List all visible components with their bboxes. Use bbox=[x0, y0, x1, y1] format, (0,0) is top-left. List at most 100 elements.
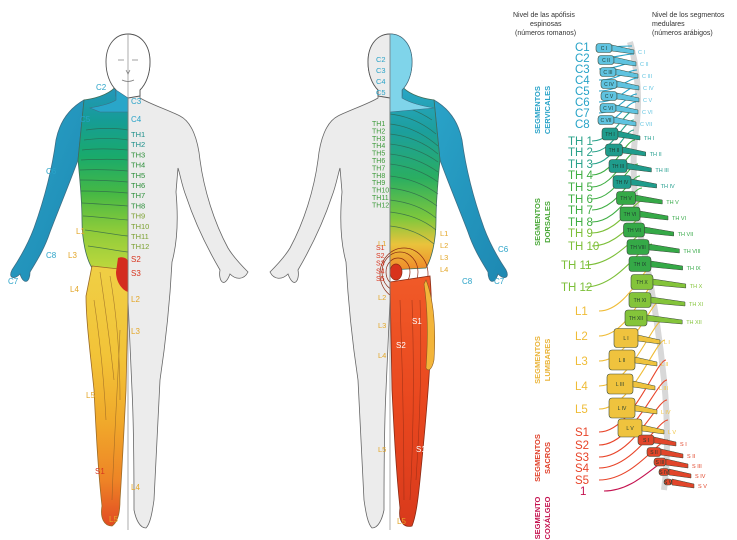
spinous-process bbox=[636, 195, 663, 204]
group-dorsal-1: SEGMENTOS bbox=[533, 198, 542, 246]
spinous-label-siv: S IV bbox=[695, 474, 706, 480]
spinous-label-civ: C IV bbox=[643, 86, 654, 92]
spinous-label-thiv: TH IV bbox=[661, 184, 675, 190]
spinous-label-thxii: TH XII bbox=[686, 320, 702, 326]
back-label-c4: C4 bbox=[376, 77, 386, 86]
vertebra-label-thix: TH IX bbox=[634, 262, 647, 268]
front-label-th11: TH11 bbox=[131, 232, 149, 241]
front-label-s2: S2 bbox=[131, 255, 141, 264]
back-label-l-right-4: L4 bbox=[440, 265, 448, 274]
front-label-l4b: L4 bbox=[131, 483, 140, 492]
vertebra-label-sv: S V bbox=[664, 480, 673, 486]
spinous-label-si: S I bbox=[680, 442, 687, 448]
back-label-l-left-2: L2 bbox=[378, 293, 386, 302]
front-label-th10: TH10 bbox=[131, 222, 149, 231]
front-label-th4: TH4 bbox=[131, 161, 145, 170]
back-label-c2: C2 bbox=[376, 55, 386, 64]
vertebra-label-thvi: TH VI bbox=[624, 212, 637, 218]
front-label-c6: C6 bbox=[46, 167, 57, 176]
front-label-l1: L1 bbox=[76, 227, 85, 236]
front-label-l5b: L5 bbox=[109, 515, 118, 524]
group-lumbar-1: SEGMENTOS bbox=[533, 336, 542, 384]
vertebra-label-cvi: C VI bbox=[603, 106, 613, 112]
segment-label-th7: TH 7 bbox=[568, 205, 593, 217]
back-label-l-left-1: L1 bbox=[378, 239, 386, 248]
front-figure bbox=[11, 34, 248, 530]
segment-label-l4: L4 bbox=[575, 381, 588, 393]
spinous-label-cv: C V bbox=[643, 98, 653, 104]
front-label-c2: C2 bbox=[96, 83, 107, 92]
spinous-label-sv: S V bbox=[698, 484, 707, 490]
back-label-th6: TH6 bbox=[372, 158, 385, 165]
segment-label-s2: S2 bbox=[575, 440, 589, 452]
spinous-label-cii: C II bbox=[640, 62, 649, 68]
header-apofisis-3: (números romanos) bbox=[515, 30, 576, 37]
spinous-process bbox=[635, 357, 657, 366]
front-label-th9: TH9 bbox=[131, 212, 145, 221]
vertebra-labels: C IC IC IIC IIC IIIC IIIC IVC IVC VC VC … bbox=[600, 46, 707, 490]
spinous-process bbox=[633, 381, 655, 390]
spinous-label-ci: C I bbox=[638, 50, 646, 56]
segment-label-th11: TH 11 bbox=[561, 260, 591, 272]
segment-label-th12: TH 12 bbox=[561, 282, 592, 294]
front-label-c3: C3 bbox=[131, 97, 142, 106]
group-cervical-2: CERVICALES bbox=[543, 86, 552, 134]
back-label-l-left-3: L3 bbox=[378, 321, 386, 330]
vertebra-label-sii: S II bbox=[650, 450, 658, 456]
front-label-th6: TH6 bbox=[131, 181, 145, 190]
vertebra-label-cv: C V bbox=[605, 94, 614, 100]
vertebra-label-civ: C IV bbox=[604, 82, 614, 88]
front-label-c7: C7 bbox=[8, 277, 19, 286]
vertebra-label-si: S I bbox=[643, 438, 649, 444]
vertebra-label-thii: TH II bbox=[609, 148, 620, 154]
spinous-label-thii: TH II bbox=[650, 152, 662, 158]
back-label-l-right-1: L1 bbox=[440, 229, 448, 238]
segment-label-th10: TH 10 bbox=[568, 241, 599, 253]
spinous-label-lii: L II bbox=[661, 362, 669, 368]
back-label-l-right-3: L3 bbox=[440, 253, 448, 262]
segment-label-th2: TH 2 bbox=[568, 147, 593, 159]
back-label-s2: S2 bbox=[376, 253, 385, 260]
back-label-c6: C6 bbox=[498, 245, 509, 254]
vertebra-label-thx: TH X bbox=[636, 280, 648, 286]
back-label-th2: TH2 bbox=[372, 128, 385, 135]
spinous-label-sii: S II bbox=[687, 454, 696, 460]
back-label-c7: C7 bbox=[494, 277, 505, 286]
segment-label-1: 1 bbox=[580, 486, 586, 498]
front-label-s3: S3 bbox=[131, 269, 141, 278]
spinous-label-thix: TH IX bbox=[687, 266, 701, 272]
back-label-th12: TH12 bbox=[372, 202, 389, 209]
group-coccyx-2: COXÁLGEO bbox=[543, 496, 552, 539]
spinous-process bbox=[649, 244, 679, 253]
back-label-s4: S4 bbox=[376, 268, 385, 275]
spinous-process bbox=[669, 469, 691, 478]
back-label-th1: TH1 bbox=[372, 121, 385, 128]
spinous-process bbox=[651, 261, 683, 270]
spinous-label-liv: L IV bbox=[661, 410, 671, 416]
vertebra-label-ciii: C III bbox=[603, 70, 612, 76]
header-medular-3: (números arábigos) bbox=[652, 30, 713, 37]
header-medular-2: medulares bbox=[652, 21, 685, 28]
spinous-process bbox=[672, 479, 694, 488]
spinous-label-thx: TH X bbox=[690, 284, 703, 290]
group-coccyx-1: SEGMENTO bbox=[533, 496, 542, 539]
segment-label-l1: L1 bbox=[575, 306, 588, 318]
back-label-th3: TH3 bbox=[372, 136, 385, 143]
group-sacral-2: SACROS bbox=[543, 442, 552, 474]
group-dorsal-2: DORSALES bbox=[543, 201, 552, 243]
front-label-c8: C8 bbox=[46, 251, 57, 260]
vertebra-label-thiii: TH III bbox=[612, 164, 624, 170]
vertebra-label-li: L I bbox=[623, 336, 628, 342]
vertebra-label-thxi: TH XI bbox=[634, 298, 647, 304]
segment-labels: C1C2C3C4C5C6C7C8TH 1TH 2TH 3TH 4TH 5TH 6… bbox=[561, 42, 599, 498]
front-label-th12: TH12 bbox=[131, 242, 149, 251]
segment-label-l3: L3 bbox=[575, 356, 588, 368]
front-label-th1: TH1 bbox=[131, 130, 145, 139]
spinous-label-thxi: TH XI bbox=[689, 302, 704, 308]
back-label-th5: TH5 bbox=[372, 151, 385, 158]
spinous-label-thiii: TH III bbox=[655, 168, 669, 174]
header-apofisis-1: Nivel de las apófisis bbox=[513, 12, 575, 19]
header-medular-1: Nivel de los segmentos bbox=[652, 12, 725, 19]
front-label-th7: TH7 bbox=[131, 191, 145, 200]
front-label-l5: L5 bbox=[86, 391, 95, 400]
